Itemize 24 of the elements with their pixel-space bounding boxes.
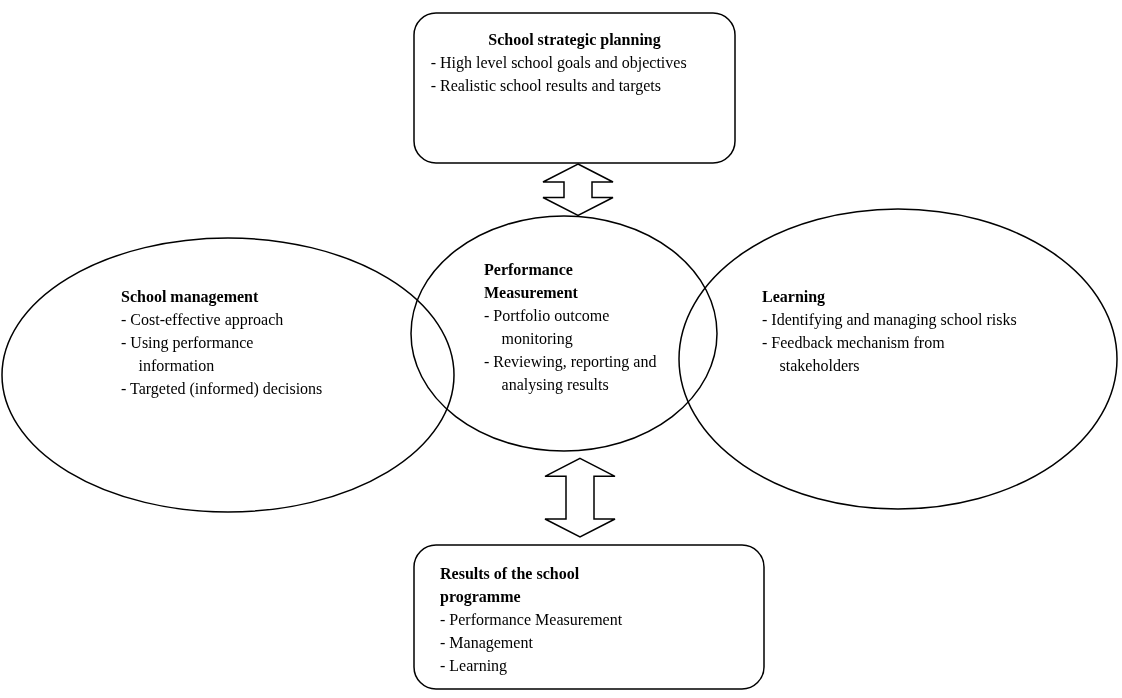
node-heading: Results of the school programme xyxy=(440,564,581,608)
bullet-text: - Portfolio outcome monitoring xyxy=(484,306,611,350)
bullet-text: - High level school goals and objectives xyxy=(430,53,688,74)
rounded-box xyxy=(413,544,765,690)
double-block-arrow xyxy=(542,163,614,217)
double-block-arrow xyxy=(544,457,616,538)
bullet-text: - Management xyxy=(440,633,534,654)
bullet-text: - Identifying and managing school risks xyxy=(762,310,1018,331)
bullet-text: - Reviewing, reporting and analysing results xyxy=(484,352,658,396)
ellipse-shape xyxy=(678,208,1118,510)
bullet-text: - Targeted (informed) decisions xyxy=(121,379,324,400)
bullet-text: - Learning xyxy=(440,656,509,677)
bullet-text: - Performance Measurement xyxy=(440,610,624,630)
rounded-box xyxy=(413,12,736,164)
bullet-text: - Feedback mechanism from stakeholders xyxy=(762,333,946,376)
bullet-text: - Realistic school results and targets xyxy=(430,76,663,97)
ellipse-shape xyxy=(1,237,455,513)
node-heading: School strategic planning xyxy=(487,30,662,51)
bullet-text: - Cost-effective approach xyxy=(121,310,285,331)
node-heading: Learning xyxy=(762,287,827,308)
bullet-text: - Using performance information xyxy=(121,333,255,376)
node-heading: Performance Measurement xyxy=(484,260,579,303)
node-heading: School management xyxy=(121,287,260,308)
ellipse-shape xyxy=(410,215,718,452)
